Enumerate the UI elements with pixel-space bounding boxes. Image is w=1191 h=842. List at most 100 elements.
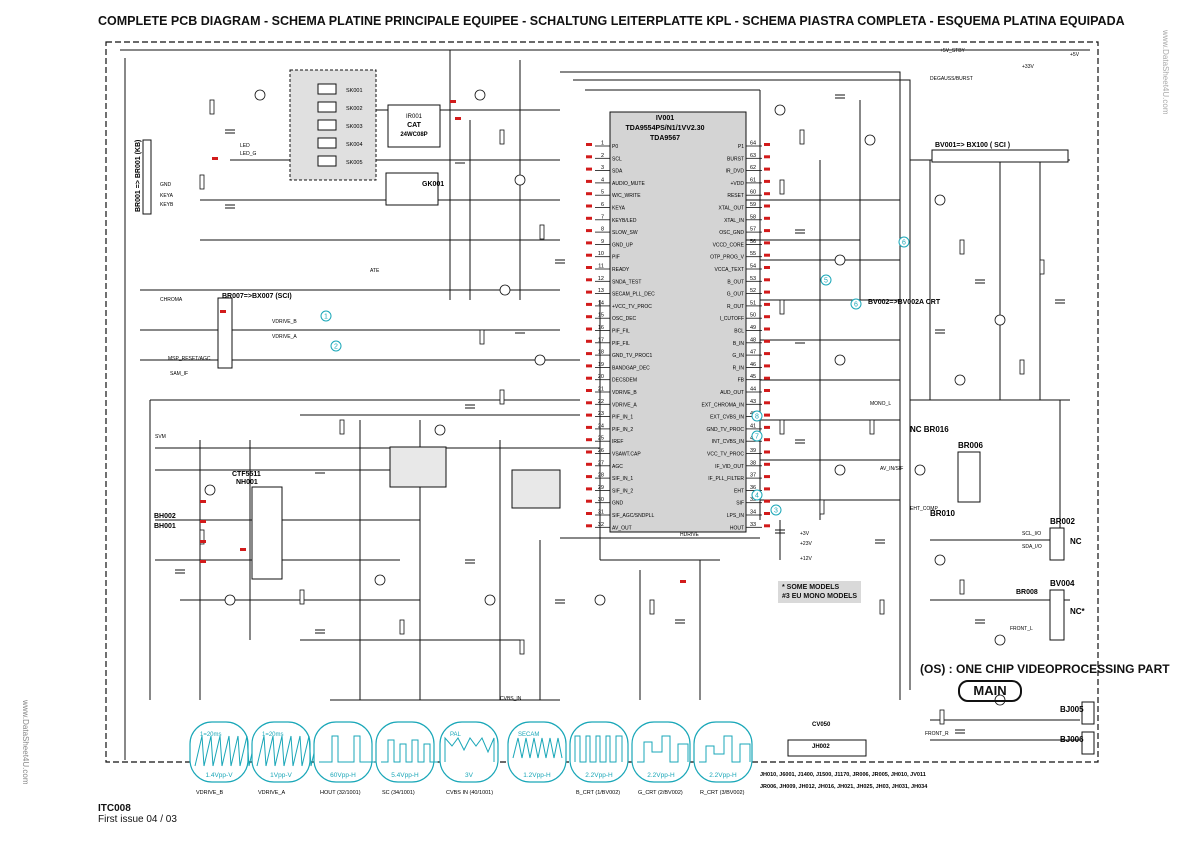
resistor [779, 299, 785, 315]
ic-right-pin-label: VCCA_TEXT [715, 267, 744, 273]
nc-star-label: NC* [1070, 607, 1086, 616]
net-label: GND [160, 182, 172, 188]
ic-right-pin-number: 48 [750, 337, 756, 343]
key-switch [317, 119, 337, 131]
ic-right-pin-number: 45 [750, 374, 756, 380]
net-label: KEYA [160, 193, 174, 199]
resistor [199, 174, 205, 190]
ic-left-pin-label: GND_UP [612, 242, 634, 248]
br006-connector [957, 451, 981, 503]
ic-right-pin-label: BCL [734, 329, 744, 335]
waveform-frame [569, 721, 629, 783]
ic-right-pin-label: INT_CVBS_IN [712, 439, 745, 445]
voltage-mark [764, 278, 770, 282]
ic-left-pin-number: 30 [598, 497, 604, 503]
voltage-mark [764, 179, 770, 183]
transistor [774, 104, 786, 116]
connector-labels: BR007=>BX007 (SCI)BV001=> BX100 ( SCI )B… [154, 142, 1084, 744]
ic-left-pin-label: VSAWT.CAP [612, 452, 641, 458]
ic-right-pin-number: 53 [750, 276, 756, 282]
gk001-ir-receiver [385, 172, 439, 206]
ic-left-pin-label: VDRIVE_A [612, 402, 637, 408]
net-label: +23V [800, 541, 812, 547]
net-label: EHT_COMP [910, 506, 938, 512]
test-point-circle [770, 504, 782, 516]
voltage-mark [586, 204, 592, 208]
resistor [799, 129, 805, 145]
ic-right-pin-number: 56 [750, 239, 756, 245]
voltage-mark [764, 389, 770, 392]
voltage-mark [764, 167, 770, 171]
ic-right-pin-label: B_IN [733, 341, 745, 347]
voltage-mark [450, 100, 456, 103]
net-label: +5V_STBY [940, 48, 966, 54]
voltage-marks [200, 100, 770, 583]
resistor [499, 389, 505, 405]
waveform-trace [574, 735, 623, 763]
net-label: LED [240, 143, 250, 149]
waveform-amplitude: 1Vpp-V [270, 772, 292, 779]
br001-connector [142, 139, 152, 215]
ic-right-pin-number: 43 [750, 399, 756, 405]
waveform-trace [637, 735, 689, 763]
ic-iv001-ref: IV001 [656, 115, 674, 122]
ic-right-pin-label: +VDD [731, 181, 745, 187]
ic-left-pin-number: 28 [598, 473, 604, 479]
ic-right-pin-label: R_OUT [727, 304, 744, 310]
junction-list-1: JH010, J6001, J1400, J1500, J1170, JR006… [760, 772, 926, 778]
transistor [954, 374, 966, 386]
ic-iv001-pins: 1P02SCL3SDA4AUDIO_MUTE5W/C_WRITE6KEYA7KE… [595, 141, 762, 531]
voltage-mark [764, 524, 770, 528]
test-point-number: 6 [902, 240, 906, 247]
ic-right-pin-label: B_OUT [727, 279, 744, 285]
voltage-mark [764, 241, 770, 245]
voltage-mark [220, 310, 226, 313]
waveform-frame [693, 721, 753, 783]
voltage-mark [586, 401, 592, 405]
waveform-trace [256, 735, 319, 767]
waveform-caption: G_CRT (2/BV002) [638, 790, 683, 796]
transistor [994, 634, 1006, 646]
transistor [914, 464, 926, 476]
ic-left-pin-number: 3 [601, 165, 604, 171]
nc-label: NC [1070, 537, 1082, 546]
ic-right-pin-number: 49 [750, 325, 756, 331]
resistor [519, 639, 525, 655]
ic-right-pin-label: FB [738, 378, 745, 384]
voltage-mark [586, 413, 592, 417]
voltage-mark [764, 487, 770, 491]
section-title: (OS) : ONE CHIP VIDEOPROCESSING PART [920, 662, 1170, 676]
transistor [534, 354, 546, 366]
waveform-amplitude: 3V [465, 772, 474, 779]
ic-left-pin-label: PIF_FIL [612, 341, 630, 347]
voltage-mark [764, 315, 770, 319]
transistor [224, 594, 236, 606]
test-point-circle [751, 410, 763, 422]
ic-left-pin-label: SDA [612, 169, 623, 175]
connector-label: NC BR016 [910, 425, 949, 434]
ic-right-pin-label: P1 [738, 144, 744, 150]
ic-right-pin-number: 59 [750, 202, 756, 208]
voltage-mark [200, 520, 206, 523]
ic-left-pin-label: GND [612, 501, 624, 507]
voltage-mark [764, 327, 770, 331]
voltage-mark [586, 450, 592, 454]
ic-right-pin-label: RESET [727, 193, 744, 199]
waveform-amplitude: 1.2Vpp-H [523, 772, 551, 779]
ic-right-pin-number: 38 [750, 460, 756, 466]
voltage-mark [586, 364, 592, 368]
watermark-left: www.DataSheet4U.com [21, 700, 30, 785]
ic-left-pin-label: W/C_WRITE [612, 193, 641, 199]
waveform-trace [699, 735, 751, 763]
resistor [779, 179, 785, 195]
voltage-mark [764, 253, 770, 257]
net-label: HDRIVE [680, 532, 700, 538]
transistor [934, 194, 946, 206]
ic-left-pin-label: SNDA_TEST [612, 279, 641, 285]
voltage-mark [586, 389, 592, 392]
ic-left-pin-label: GND_TV_PROC1 [612, 353, 653, 359]
ic-right-pin-number: 36 [750, 485, 756, 491]
